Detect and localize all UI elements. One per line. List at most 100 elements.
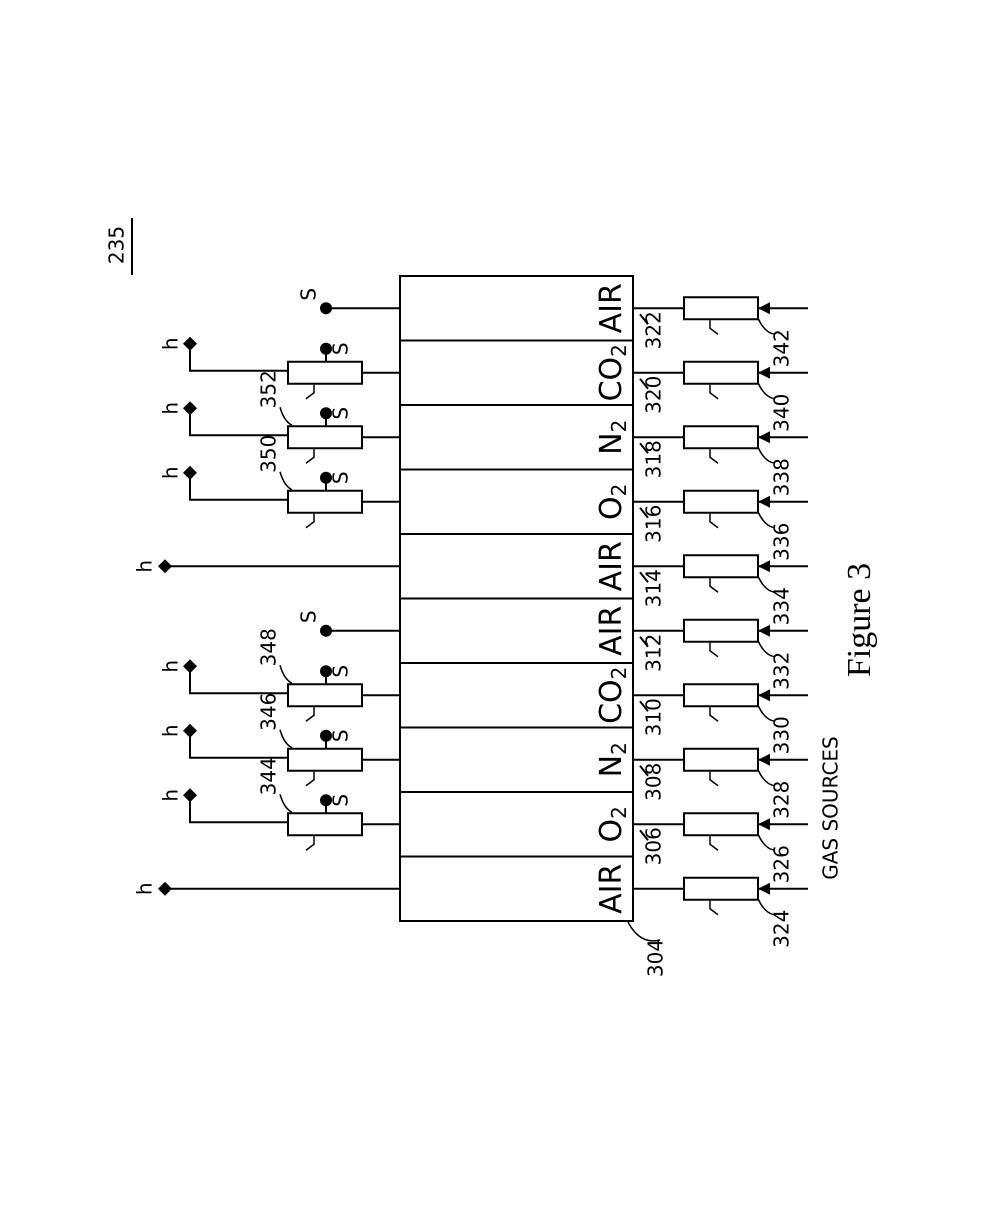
exhaust-label: h	[159, 466, 183, 479]
leader-line	[628, 922, 660, 941]
channel-4: AIR314334h	[133, 541, 809, 625]
valve-actuator	[710, 514, 718, 528]
sensor-label: S	[329, 471, 353, 484]
exhaust-label: h	[133, 882, 157, 895]
valve-actuator	[306, 836, 314, 850]
port-ref-label: 306	[642, 827, 666, 865]
inlet-valve-ref-label: 338	[770, 458, 794, 496]
leader-line	[280, 407, 292, 425]
exhaust-label: h	[159, 789, 183, 802]
sensor-node	[320, 302, 332, 314]
channel-9: AIR 324 h	[133, 864, 809, 948]
gas-subscript: 2	[607, 667, 631, 680]
valve-actuator	[306, 707, 314, 721]
source-arrow	[758, 754, 770, 766]
gas-symbol: AIR	[594, 864, 629, 914]
inlet-valve-ref-label: 330	[770, 716, 794, 754]
port-ref-label: 308	[642, 763, 666, 801]
manifold-ref-label: 304	[644, 939, 668, 977]
leader-line	[280, 794, 292, 812]
channel-0: AIR 322 342 S	[297, 283, 809, 367]
exhaust-branch	[190, 732, 288, 758]
figure-caption: Figure 3	[841, 563, 878, 677]
valve-actuator	[710, 836, 718, 850]
gas-label: AIR	[594, 283, 629, 333]
inlet-valve-ref-label: 342	[770, 329, 794, 367]
valve-actuator	[710, 385, 718, 399]
outlet-valve	[288, 749, 362, 771]
source-arrow	[758, 883, 770, 895]
inlet-valve	[684, 813, 758, 835]
outlet-valve-ref-label: 346	[257, 693, 281, 731]
valve-actuator	[710, 901, 718, 915]
channel-5: AIR312332S	[297, 606, 809, 690]
inlet-valve	[684, 297, 758, 319]
gas-symbol: CO	[594, 679, 629, 724]
source-arrow	[758, 496, 770, 508]
source-arrow	[758, 818, 770, 830]
port-ref-label: 316	[642, 505, 666, 543]
port-ref-label: 310	[642, 698, 666, 736]
gas-label: AIR	[594, 606, 629, 656]
inlet-valve	[684, 362, 758, 384]
exhaust-branch	[190, 474, 288, 500]
source-arrow	[758, 367, 770, 379]
outlet-valve	[288, 491, 362, 513]
outlet-valve-ref-label: 350	[257, 435, 281, 473]
gas-label: N2	[594, 742, 631, 777]
inlet-valve	[684, 491, 758, 513]
sensor-label: S	[329, 407, 353, 420]
valve-actuator	[710, 578, 718, 592]
exhaust-terminal	[183, 337, 197, 351]
leader-line	[280, 730, 292, 748]
source-arrow	[758, 431, 770, 443]
gas-symbol: N	[594, 432, 629, 454]
exhaust-terminal	[158, 559, 172, 573]
port-ref-label: 312	[642, 634, 666, 672]
source-arrow	[758, 625, 770, 637]
gas-symbol: N	[594, 755, 629, 777]
sensor-node	[320, 625, 332, 637]
valve-actuator	[710, 643, 718, 657]
inlet-valve-ref-label: 324	[770, 910, 794, 948]
gas-subscript: 2	[607, 806, 631, 819]
inlet-valve-ref-label: 340	[770, 394, 794, 432]
valve-actuator	[710, 707, 718, 721]
inlet-valve	[684, 684, 758, 706]
valve-actuator	[710, 320, 718, 334]
valve-actuator	[306, 772, 314, 786]
inlet-valve	[684, 555, 758, 577]
exhaust-label: h	[159, 660, 183, 673]
gas-subscript: 2	[607, 742, 631, 755]
gas-symbol: AIR	[594, 541, 629, 591]
port-ref-label: 322	[642, 311, 666, 349]
exhaust-terminal	[183, 466, 197, 480]
inlet-valve-ref-label: 336	[770, 523, 794, 561]
source-arrow	[758, 302, 770, 314]
sensor-label: S	[329, 794, 353, 807]
port-ref-label: 314	[642, 569, 666, 607]
outlet-valve-ref-label: 352	[257, 370, 281, 408]
exhaust-terminal	[158, 882, 172, 896]
gas-sources-label: GAS SOURCES	[819, 736, 843, 880]
port-ref-label: 320	[642, 376, 666, 414]
exhaust-label: h	[159, 337, 183, 350]
gas-label: AIR	[594, 541, 629, 591]
exhaust-terminal	[183, 401, 197, 415]
exhaust-label: h	[159, 724, 183, 737]
source-arrow	[758, 560, 770, 572]
exhaust-branch	[190, 409, 288, 435]
gas-label: CO2	[594, 344, 631, 401]
exhaust-label: h	[159, 402, 183, 415]
sensor-label: S	[329, 729, 353, 742]
valve-actuator	[710, 772, 718, 786]
exhaust-branch	[190, 345, 288, 371]
leader-line	[280, 472, 292, 490]
sensor-label: S	[329, 342, 353, 355]
valve-actuator	[306, 385, 314, 399]
gas-label: O2	[594, 806, 631, 842]
outlet-valve	[288, 426, 362, 448]
gas-label: CO2	[594, 667, 631, 724]
exhaust-branch	[190, 667, 288, 693]
